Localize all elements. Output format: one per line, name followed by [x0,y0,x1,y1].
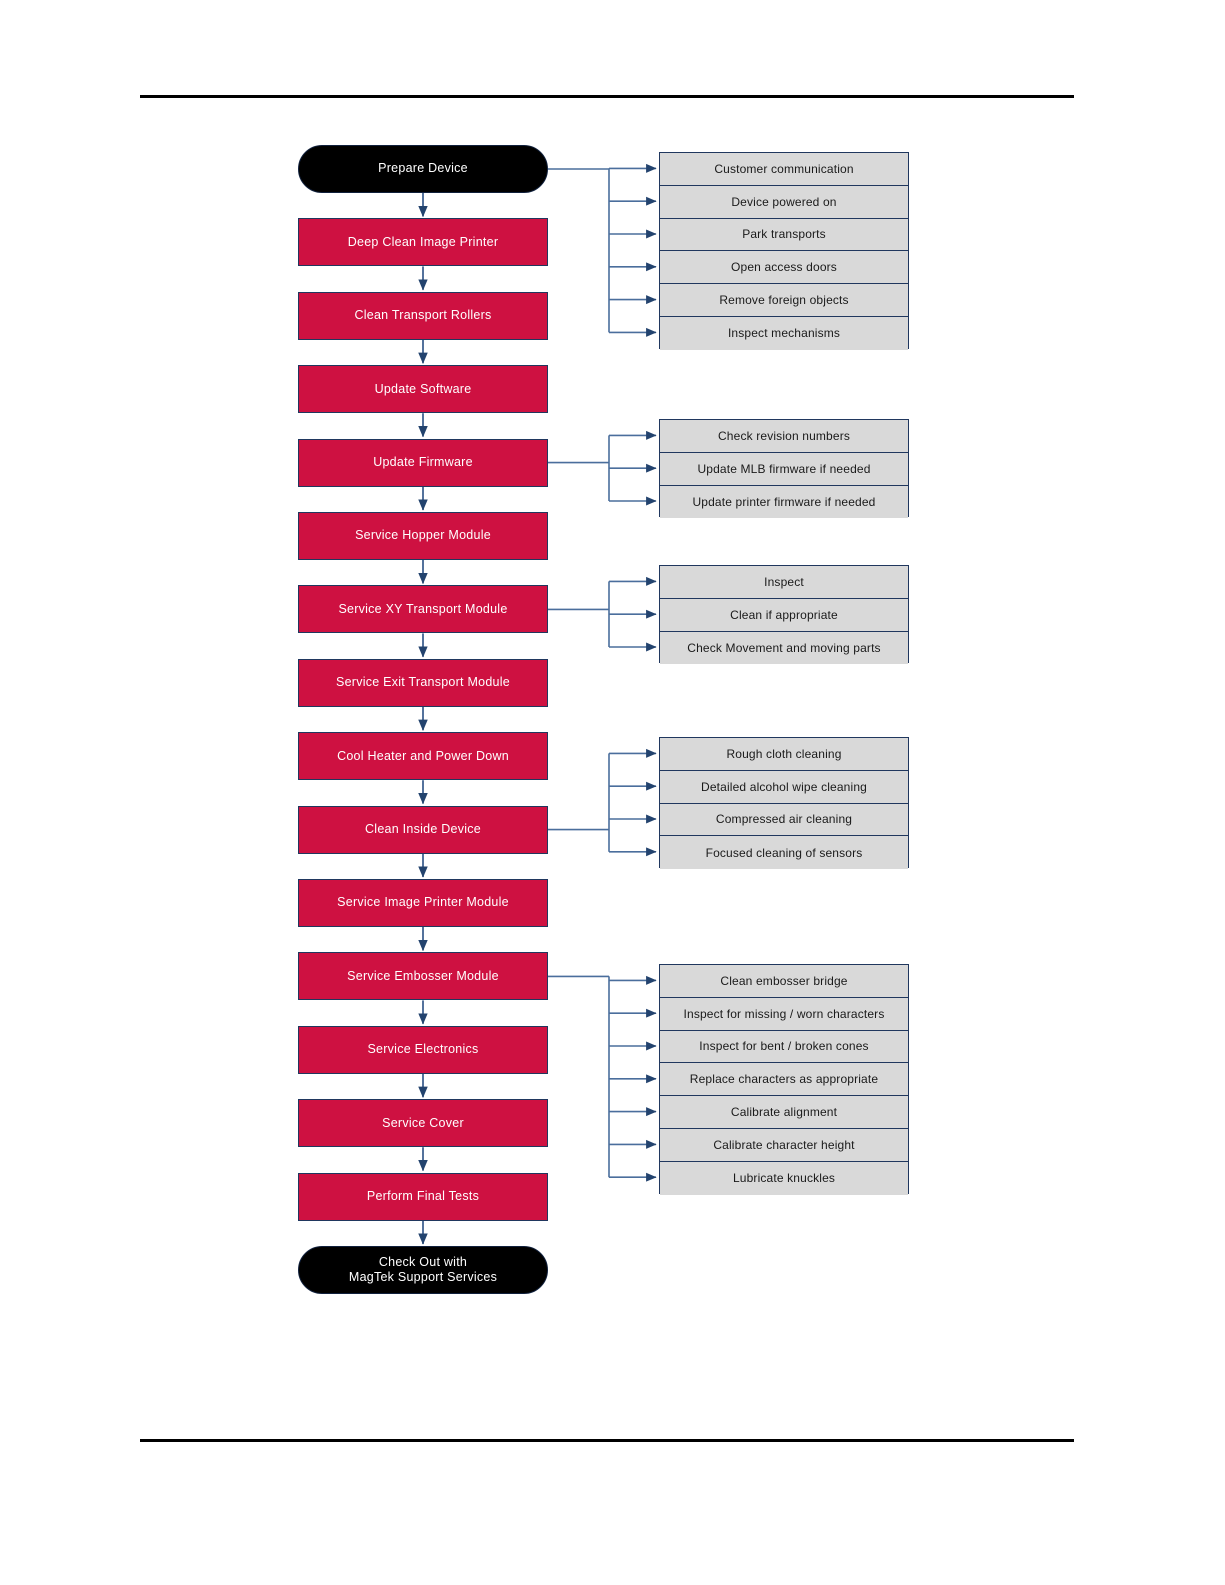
detail-item: Detailed alcohol wipe cleaning [660,770,908,804]
flow-node-deep-clean-image-printer: Deep Clean Image Printer [298,218,548,267]
flow-node-service-xy-transport-module: Service XY Transport Module [298,585,548,634]
footer-rule [140,1439,1074,1442]
detail-item: Inspect for missing / worn characters [660,997,908,1031]
flow-node-clean-inside-device: Clean Inside Device [298,805,548,854]
detail-item: Check Movement and moving parts [660,631,908,665]
detail-item: Calibrate character height [660,1128,908,1162]
flow-node-update-software: Update Software [298,365,548,414]
detail-item: Check revision numbers [660,420,908,453]
flow-node-prepare-device: Prepare Device [298,145,548,193]
detail-item: Customer communication [660,153,908,186]
detail-item: Clean if appropriate [660,598,908,632]
detail-item: Rough cloth cleaning [660,738,908,771]
detail-item: Compressed air cleaning [660,803,908,837]
flow-node-service-hopper-module: Service Hopper Module [298,512,548,560]
detail-item: Inspect mechanisms [660,316,908,350]
detail-item: Inspect [660,566,908,599]
header-rule [140,95,1074,98]
detail-item: Update printer firmware if needed [660,485,908,519]
detail-item: Device powered on [660,185,908,219]
detail-item: Park transports [660,218,908,252]
flow-node-service-electronics: Service Electronics [298,1025,548,1074]
flow-node-service-embosser-module: Service Embosser Module [298,952,548,1001]
detail-item: Calibrate alignment [660,1096,908,1129]
flow-node-service-exit-transport-module: Service Exit Transport Module [298,658,548,707]
flow-node-service-cover: Service Cover [298,1099,548,1148]
flow-node-cool-heater-and-power-down: Cool Heater and Power Down [298,732,548,781]
detail-item: Focused cleaning of sensors [660,836,908,870]
flow-node-update-firmware: Update Firmware [298,438,548,487]
flow-node-perform-final-tests: Perform Final Tests [298,1172,548,1221]
flow-node-clean-transport-rollers: Clean Transport Rollers [298,291,548,340]
detail-item: Open access doors [660,251,908,285]
flow-node-service-image-printer-module: Service Image Printer Module [298,879,548,927]
detail-item: Update MLB firmware if needed [660,452,908,486]
detail-item: Lubricate knuckles [660,1161,908,1195]
detail-item: Clean embosser bridge [660,965,908,998]
detail-item: Replace characters as appropriate [660,1063,908,1097]
detail-item: Inspect for bent / broken cones [660,1030,908,1064]
detail-item: Remove foreign objects [660,284,908,317]
